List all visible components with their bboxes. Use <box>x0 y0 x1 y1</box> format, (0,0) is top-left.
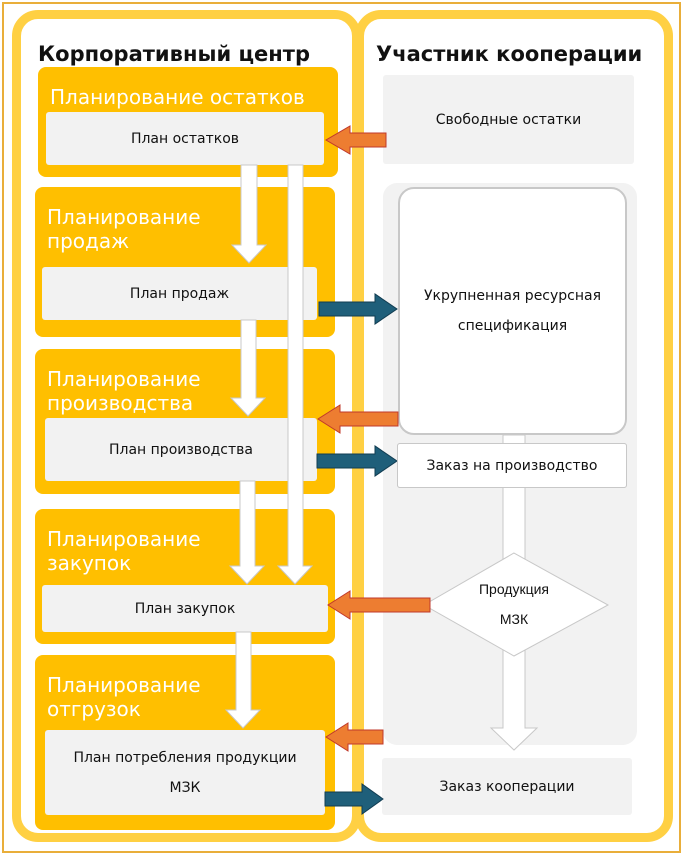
flow-arrow-stock-to-sales <box>230 164 268 264</box>
outbound-arrow-sales-to-spec <box>318 293 398 325</box>
group-title-purchase-planning: Планирование закупок <box>47 527 201 575</box>
group-title-production-planning: Планирование производства <box>47 367 201 415</box>
box-purchase-plan[interactable]: План закупок <box>42 585 328 632</box>
box-resource-specification[interactable]: Укрупненная ресурсная спецификация <box>398 187 627 435</box>
box-resource-specification-line1: Укрупненная ресурсная <box>423 288 602 304</box>
inbound-arrow-spec-to-production <box>317 404 399 434</box>
inbound-arrow-product-to-purchase <box>327 590 431 620</box>
box-cooperation-order-label: Заказ кооперации <box>439 778 575 795</box>
box-production-order-front-label: Заказ на производство <box>426 457 598 474</box>
box-production-order-front[interactable]: Заказ на производство <box>397 443 627 488</box>
diamond-product-mzk-label: Продукция МЗК <box>478 581 550 627</box>
box-stock-plan-label: План остатков <box>130 130 240 147</box>
box-purchase-plan-label: План закупок <box>134 600 236 617</box>
group-title-shipment-planning: Планирование отгрузок <box>47 673 201 721</box>
outbound-arrow-consumption-to-coop <box>324 783 384 815</box>
flow-arrow-sales-to-production <box>229 319 267 417</box>
box-stock-plan[interactable]: План остатков <box>46 112 324 165</box>
box-consumption-plan-line1: План потребления продукции <box>73 749 297 766</box>
inbound-arrow-free-stock <box>325 125 387 155</box>
box-sales-plan-label: План продаж <box>129 285 230 302</box>
group-title-stock-planning: Планирование остатков <box>50 85 305 109</box>
box-production-plan-label: План производства <box>109 441 253 458</box>
box-production-plan[interactable]: План производства <box>45 418 317 481</box>
flow-arrow-stock-to-purchase <box>276 164 314 585</box>
lane-title-corporate-center: Корпоративный центр <box>38 42 310 66</box>
flow-arrow-production-to-purchase <box>228 480 266 585</box>
group-title-sales-planning: Планирование продаж <box>47 205 201 253</box>
box-free-stock[interactable]: Свободные остатки <box>383 75 634 164</box>
box-free-stock-label: Свободные остатки <box>435 111 582 128</box>
box-cooperation-order[interactable]: Заказ кооперации <box>382 758 632 815</box>
box-resource-specification-line2: спецификация <box>457 318 568 334</box>
box-consumption-plan-line2: МЗК <box>169 779 201 796</box>
inbound-arrow-to-consumption <box>325 722 384 752</box>
outbound-arrow-production-to-order <box>316 445 398 477</box>
box-consumption-plan[interactable]: План потребления продукции МЗК <box>45 730 325 815</box>
box-sales-plan[interactable]: План продаж <box>42 267 317 320</box>
flow-arrow-purchase-to-shipment <box>224 631 262 729</box>
diamond-product-mzk[interactable] <box>422 552 610 657</box>
lane-title-cooperation-participant: Участник кооперации <box>376 42 643 66</box>
